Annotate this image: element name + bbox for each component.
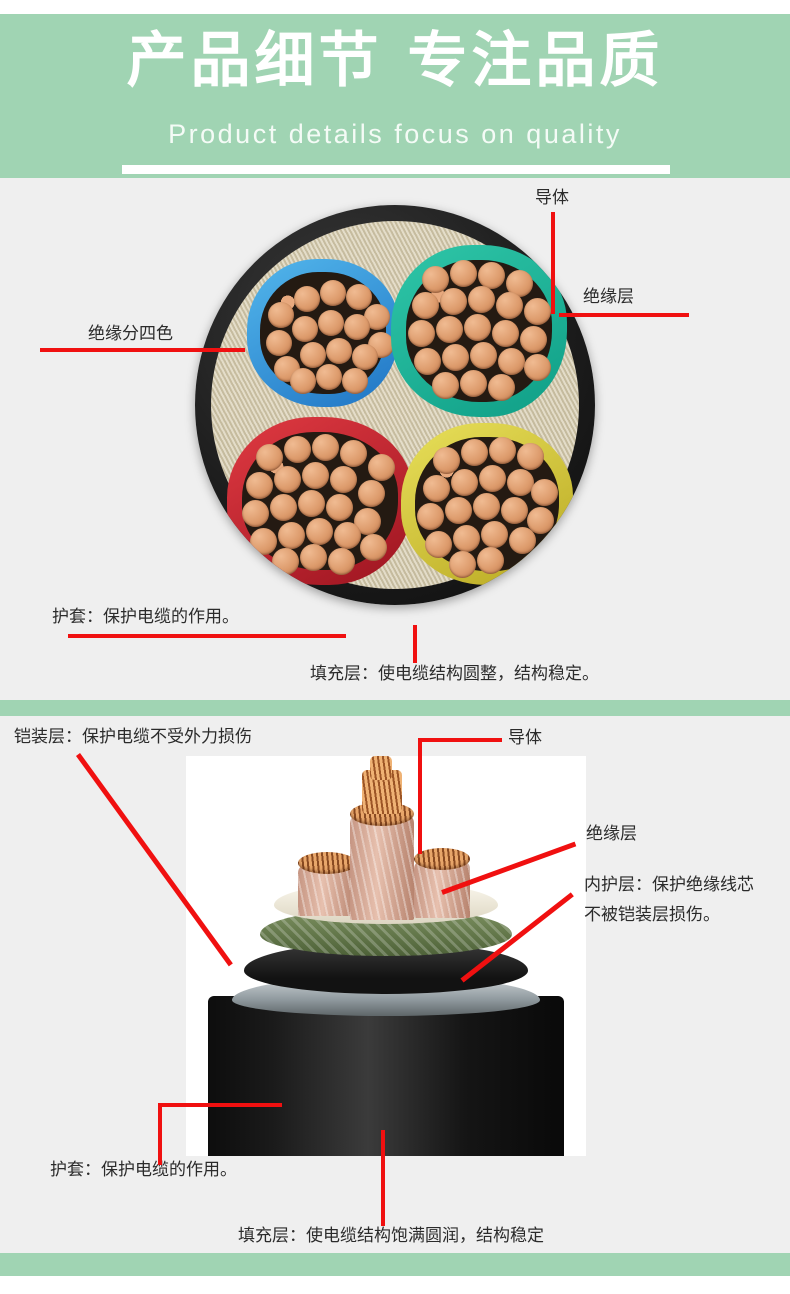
leader-sheath-section2-horizontal — [158, 1103, 282, 1107]
label-filler-section2: 填充层：使电缆结构饱满圆润，结构稳定 — [238, 1226, 544, 1246]
label-four-color-insulation: 绝缘分四色 — [88, 324, 173, 344]
label-insulation-section2: 绝缘层 — [586, 824, 637, 844]
label-inner-sheath-line1: 内护层：保护绝缘线芯 — [584, 875, 754, 895]
label-sheath-section1: 护套：保护电缆的作用。 — [52, 607, 239, 627]
leader-sheath-section2-vertical — [158, 1103, 162, 1165]
leader-filler-section1 — [413, 625, 417, 663]
footer-bar — [0, 1253, 790, 1276]
copper-strands-yellow — [415, 437, 559, 578]
core-green — [391, 245, 567, 417]
section-divider-bar — [0, 700, 790, 716]
core-blue-conductor-bundle — [260, 272, 394, 394]
header-banner: 产品细节 专注品质 Product details focus on quali… — [0, 14, 790, 178]
core-green-conductor-bundle — [406, 260, 552, 402]
bare-conductor-tip — [370, 756, 392, 780]
title-underline-rule — [122, 165, 670, 174]
label-conductor-section1: 导体 — [535, 188, 569, 208]
leader-insulation-section1 — [559, 313, 689, 317]
core-red-conductor-bundle — [242, 432, 398, 575]
label-inner-sheath-section2: 内护层：保护绝缘线芯 不被铠装层损伤。 — [584, 870, 790, 930]
leader-four-color-insulation — [40, 348, 245, 352]
copper-strands-blue — [260, 272, 394, 394]
four-core-cable-photo — [195, 205, 603, 635]
leader-sheath-section1 — [68, 634, 346, 638]
label-insulation-section1: 绝缘层 — [583, 287, 634, 307]
armoured-cable-photo — [186, 756, 586, 1156]
label-conductor-section2: 导体 — [508, 728, 542, 748]
insulated-core-center — [350, 814, 414, 920]
copper-strands-green — [406, 260, 552, 402]
core-blue — [247, 259, 399, 407]
leader-conductor-section2-horizontal — [418, 738, 502, 742]
label-sheath-section2: 护套：保护电缆的作用。 — [50, 1160, 237, 1180]
leader-conductor-section1 — [551, 212, 555, 314]
page-title: 产品细节 专注品质 — [126, 26, 664, 96]
core-yellow-conductor-bundle — [415, 437, 559, 578]
core-yellow — [401, 423, 573, 585]
cable-cross-section — [195, 205, 595, 605]
core-red — [227, 417, 413, 585]
label-armour-section2: 铠装层：保护电缆不受外力损伤 — [14, 727, 252, 747]
label-filler-section1: 填充层：使电缆结构圆整，结构稳定。 — [310, 664, 599, 684]
conductor-left — [298, 852, 356, 874]
conductor-right — [414, 848, 470, 870]
copper-strands-red — [242, 432, 398, 575]
label-inner-sheath-line2: 不被铠装层损伤。 — [584, 905, 720, 925]
outer-sheath-layer — [208, 996, 564, 1156]
leader-filler-section2 — [381, 1130, 385, 1226]
conductor-center — [350, 802, 414, 826]
leader-conductor-section2-vertical — [418, 738, 422, 854]
page-subtitle: Product details focus on quality — [168, 119, 622, 149]
